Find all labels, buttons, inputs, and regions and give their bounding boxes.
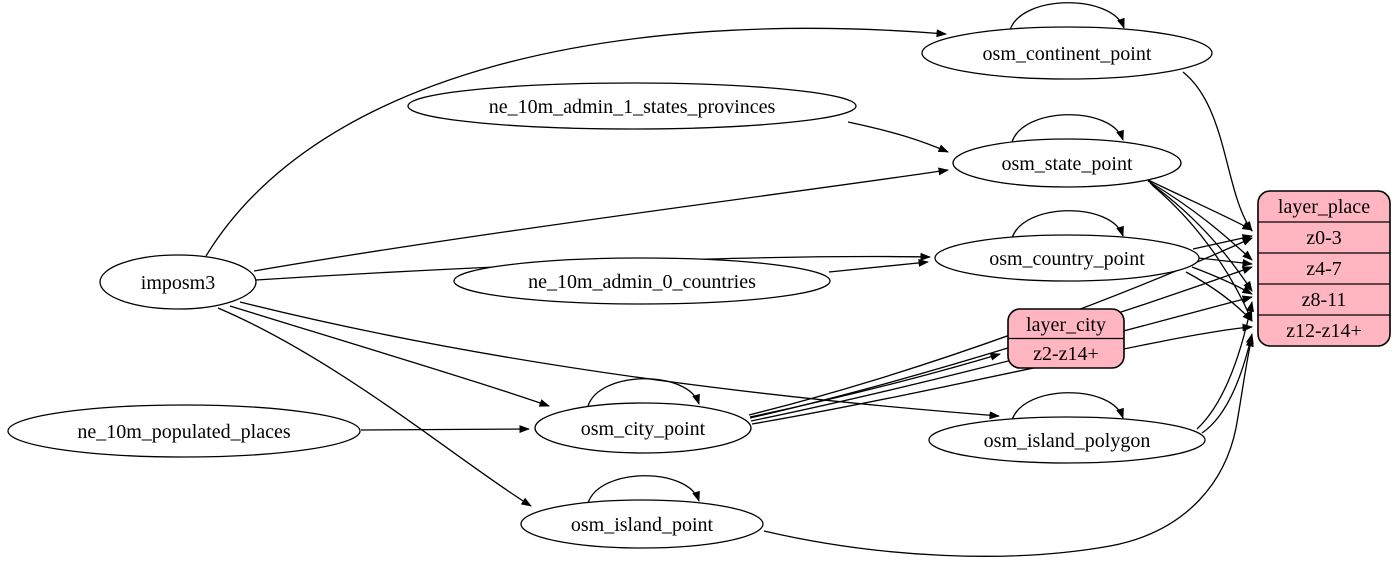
node-layer-city: layer_city z2-z14+ <box>1007 308 1125 369</box>
layer-place-row-z0-3: z0-3 <box>1306 227 1342 249</box>
ne-10m-admin-1-label: ne_10m_admin_1_states_provinces <box>489 96 776 118</box>
edge-group <box>205 2 1254 557</box>
edge-osm_city_point-layer_city-z2-z14 <box>749 352 1001 418</box>
ne-10m-populated-places-label: ne_10m_populated_places <box>77 421 290 443</box>
self-loop-osm_island_point <box>587 475 700 504</box>
edge-ne_10m_admin_0_countries-osm_country_point <box>828 258 929 273</box>
edge-osm_island_polygon-layer_place-z8-11 <box>1196 301 1254 430</box>
edge-osm_city_point-layer_place-z12-z14 <box>751 323 1253 425</box>
node-osm-country-point: osm_country_point <box>934 234 1200 282</box>
node-osm-continent-point: osm_continent_point <box>921 26 1213 80</box>
osm-country-point-shape <box>934 234 1200 282</box>
node-osm-island-polygon: osm_island_polygon <box>928 416 1206 464</box>
node-imposm3: imposm3 <box>99 254 257 310</box>
edge-imposm3-osm_continent_point <box>205 27 947 257</box>
edge-imposm3-osm_island_point <box>217 307 532 507</box>
edge-osm_island_point-layer_place-z12-z14 <box>763 336 1254 557</box>
edge-imposm3-osm_state_point <box>253 167 949 272</box>
node-layer-place: layer_place z0-3 z4-7 z8-11 z12-z14+ <box>1257 190 1391 347</box>
self-loop-osm_country_point <box>1011 210 1124 239</box>
edge-imposm3-osm_city_point <box>229 305 550 407</box>
osm-state-point-shape <box>952 138 1182 188</box>
layer-place-row-z4-7: z4-7 <box>1306 258 1342 280</box>
osm-continent-point-label: osm_continent_point <box>983 43 1152 65</box>
osm-continent-point-shape <box>921 26 1213 80</box>
edge-osm_country_point-layer_place-z8-11 <box>1191 266 1253 295</box>
ne-10m-admin-0-shape <box>453 257 831 305</box>
osm-island-point-label: osm_island_point <box>571 514 714 536</box>
node-ne-10m-populated-places: ne_10m_populated_places <box>7 404 361 458</box>
osm-city-point-label: osm_city_point <box>581 418 706 440</box>
node-osm-city-point: osm_city_point <box>534 402 752 454</box>
ne-10m-admin-0-label: ne_10m_admin_0_countries <box>528 271 756 293</box>
edge-osm_country_point-layer_place-z0-3 <box>1192 234 1253 250</box>
edge-osm_city_point-layer_place-z4-7 <box>749 266 1253 419</box>
edge-ne_10m_admin_1_states_provinces-osm_state_point <box>847 121 949 153</box>
edge-osm_state_point-layer_place-z4-7 <box>1147 180 1253 261</box>
imposm3-label: imposm3 <box>141 272 215 294</box>
layer-place-row-z12-z14: z12-z14+ <box>1286 320 1362 342</box>
edge-osm_state_point-layer_place-z0-3 <box>1145 178 1253 231</box>
osm-state-point-label: osm_state_point <box>1001 153 1133 175</box>
osm-city-point-shape <box>534 402 752 454</box>
self-loop-osm_continent_point <box>1009 2 1125 31</box>
osm-island-polygon-shape <box>928 416 1206 464</box>
layer-place-box <box>1257 190 1391 347</box>
osm-island-point-shape <box>520 499 764 549</box>
edge-osm_country_point-layer_place-z4-7 <box>1197 257 1253 267</box>
self-loop-osm_island_polygon <box>1011 392 1124 421</box>
ne-10m-populated-places-shape <box>7 404 361 458</box>
edge-osm_country_point-layer_place-z12-z14 <box>1185 271 1253 322</box>
node-osm-island-point: osm_island_point <box>520 499 764 549</box>
osm-island-polygon-label: osm_island_polygon <box>984 430 1151 452</box>
layer-place-title: layer_place <box>1278 196 1370 218</box>
node-ne-10m-admin-0-countries: ne_10m_admin_0_countries <box>453 257 831 305</box>
ne-10m-admin-1-shape <box>407 82 857 130</box>
self-loop-osm_city_point <box>587 378 700 407</box>
layer-place-row-z8-11: z8-11 <box>1302 289 1347 311</box>
edge-osm_city_point-layer_place-z8-11 <box>750 295 1253 422</box>
imposm3-shape <box>99 254 257 310</box>
edge-ne_10m_populated_places-osm_city_point <box>360 425 530 434</box>
osm-country-point-label: osm_country_point <box>989 248 1145 270</box>
edge-osm_state_point-layer_place-z8-11 <box>1149 182 1253 292</box>
node-osm-state-point: osm_state_point <box>952 138 1182 188</box>
layer-city-title: layer_city <box>1026 314 1106 336</box>
edge-osm_continent_point-layer_place-z0-3 <box>1182 71 1253 232</box>
self-loop-osm_state_point <box>1011 114 1124 143</box>
node-ne-10m-admin-1-states-provinces: ne_10m_admin_1_states_provinces <box>407 82 857 130</box>
layer-city-row-z2-z14: z2-z14+ <box>1033 343 1099 365</box>
